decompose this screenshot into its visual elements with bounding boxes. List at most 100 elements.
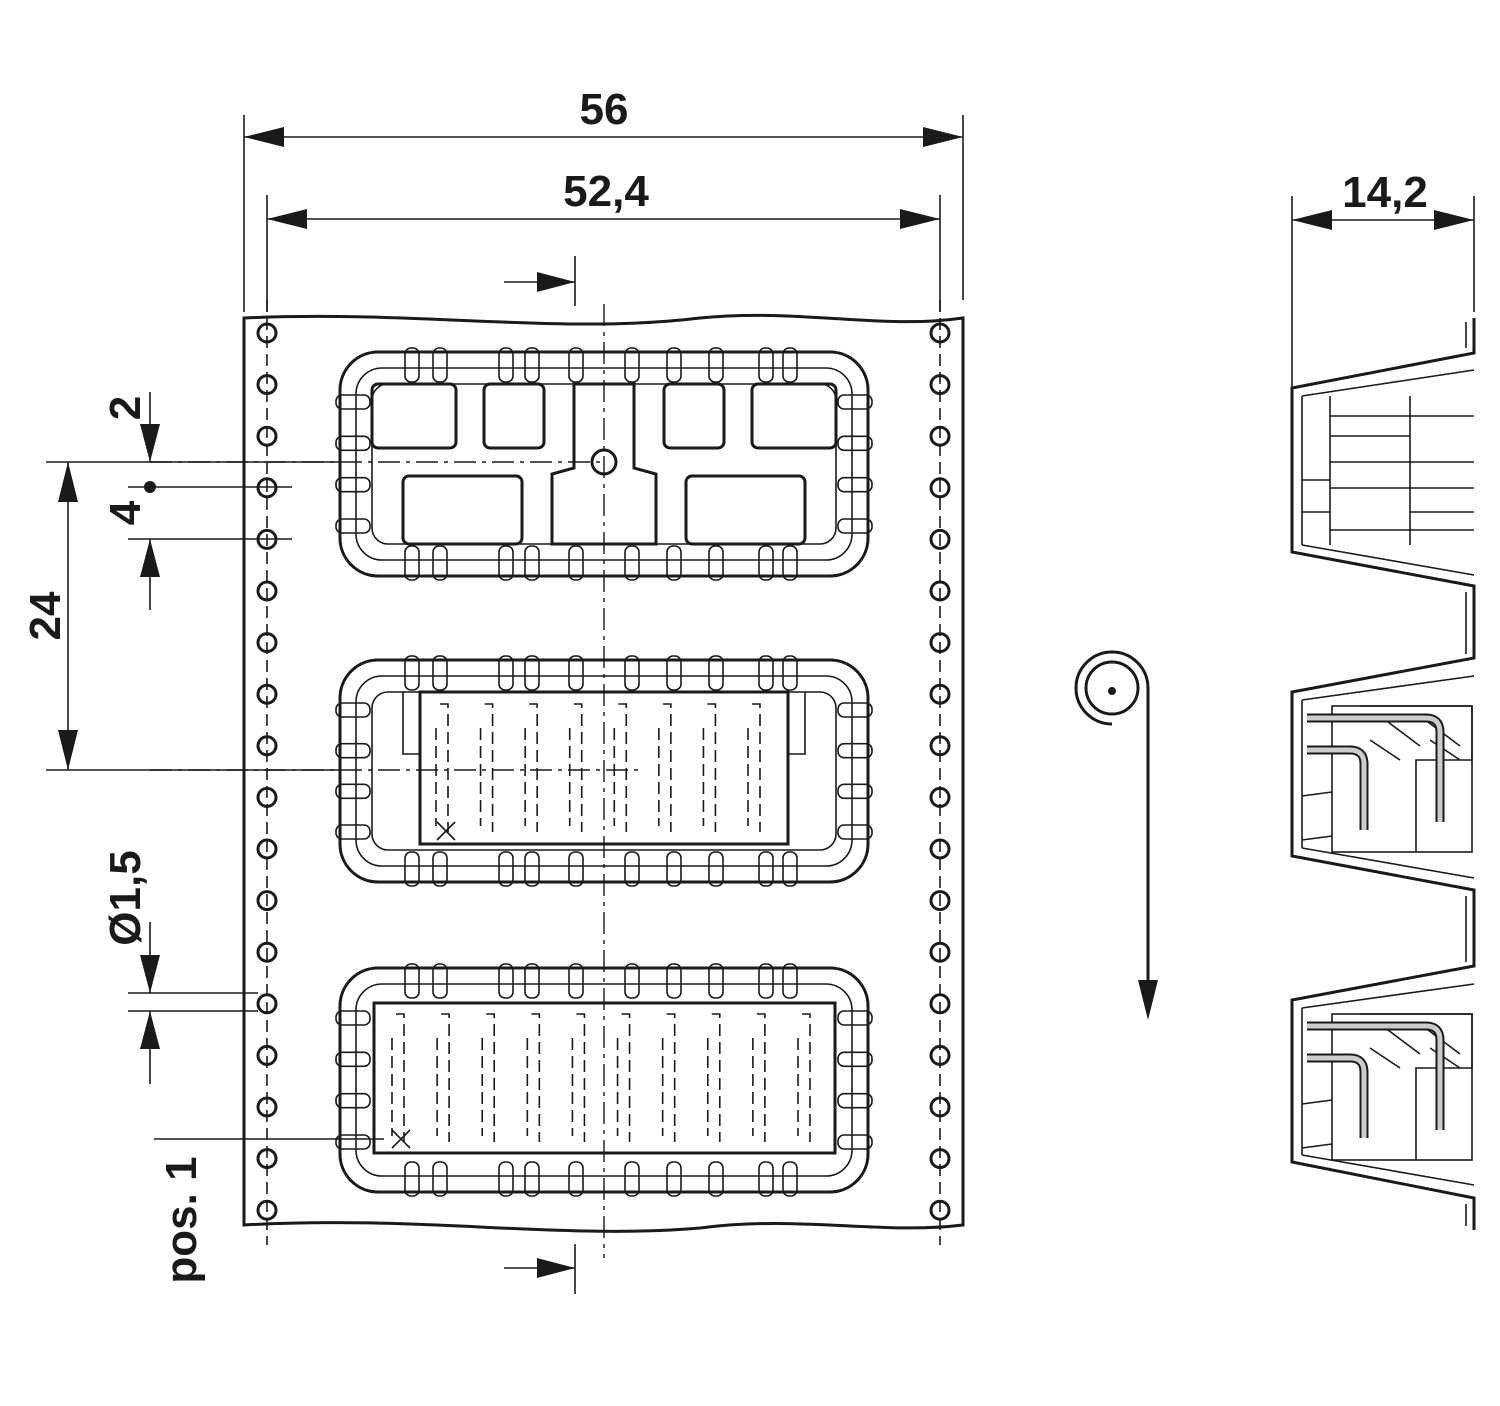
rim-rib [335, 702, 371, 718]
sprocket-hole [929, 374, 951, 396]
rim-rib [666, 347, 682, 383]
sprocket-hole [929, 1148, 951, 1170]
contact-pin [440, 703, 449, 832]
rim-rib [758, 963, 774, 999]
sprocket-hole [256, 941, 278, 963]
rim-rib [837, 1134, 873, 1150]
rim-rib [524, 545, 540, 581]
rim-rib [758, 1161, 774, 1197]
sprocket-hole [929, 1199, 951, 1221]
dimension-overall-width: 56 [243, 85, 964, 312]
sprocket-hole [929, 786, 951, 808]
sprocket-hole [929, 632, 951, 654]
inner-width-label: 52,4 [563, 167, 649, 216]
contact-pin [621, 1013, 631, 1142]
sprocket-hole [929, 528, 951, 550]
contact-pin [711, 1013, 721, 1142]
rim-rib [666, 545, 682, 581]
rim-rib [837, 1051, 873, 1068]
pocket-empty [338, 350, 870, 578]
rim-rib [404, 347, 420, 383]
contact-pin [756, 1013, 766, 1142]
rim-rib [498, 545, 514, 581]
contact-pin [531, 1013, 541, 1142]
rim-rib [758, 545, 774, 581]
rim-rib [432, 655, 448, 691]
hole-offset-label: 2 [101, 396, 150, 420]
side-depth-label: 14,2 [1342, 168, 1428, 217]
rim-rib [498, 655, 514, 691]
sprocket-hole [929, 683, 951, 705]
rim-rib [758, 655, 774, 691]
rim-rib [568, 655, 584, 691]
sprocket-hole [256, 786, 278, 808]
sprocket-hole [256, 322, 278, 344]
sprocket-hole [256, 374, 278, 396]
rim-rib [666, 963, 682, 999]
rim-rib [568, 545, 584, 581]
hole-pitch-label: 4 [101, 500, 150, 525]
contact-pin [529, 703, 538, 832]
dimension-hole-diameter: Ø1,5 [101, 850, 258, 1084]
rim-rib [335, 742, 371, 759]
rim-rib [837, 702, 873, 718]
sprocket-hole [929, 322, 951, 344]
rim-rib [782, 545, 798, 581]
rim-rib [782, 851, 798, 887]
contact-pin [802, 1013, 811, 1142]
rim-rib [335, 1134, 371, 1150]
rim-rib [782, 1161, 798, 1197]
rim-rib [708, 655, 724, 691]
sprocket-hole [929, 425, 951, 447]
rim-rib [837, 518, 873, 534]
sprocket-hole [256, 1096, 278, 1118]
sprocket-hole [929, 941, 951, 963]
contact-pin [707, 703, 717, 832]
hole-diameter-label: Ø1,5 [101, 850, 150, 945]
sprocket-hole [929, 1044, 951, 1066]
sprocket-hole [929, 838, 951, 860]
sprocket-hole [256, 632, 278, 654]
rim-rib [837, 783, 873, 800]
rim-rib [335, 783, 371, 800]
sprocket-hole [256, 993, 278, 1015]
rim-rib [498, 963, 514, 999]
rim-rib [404, 851, 420, 887]
rim-rib [624, 545, 640, 581]
rim-rib [335, 1092, 371, 1109]
carrier-tape [242, 300, 965, 1258]
rim-rib [837, 824, 873, 840]
rim-rib [432, 963, 448, 999]
rim-rib [837, 394, 873, 410]
rim-rib [335, 394, 371, 410]
sprocket-hole [256, 683, 278, 705]
rim-rib [432, 347, 448, 383]
center-offset-top [504, 256, 576, 306]
rim-rib [335, 435, 371, 452]
rim-rib [404, 963, 420, 999]
sprocket-hole [256, 890, 278, 912]
connector-contacts [435, 703, 761, 832]
sprocket-hole [256, 425, 278, 447]
first-position-label: pos. 1 [157, 1156, 206, 1283]
rim-rib [782, 655, 798, 691]
sprocket-hole [256, 838, 278, 860]
rim-rib [432, 851, 448, 887]
rim-rib [404, 1161, 420, 1197]
rim-rib [432, 1161, 448, 1197]
rim-rib [837, 435, 873, 452]
rim-rib [708, 545, 724, 581]
rim-rib [568, 347, 584, 383]
rim-rib [624, 963, 640, 999]
rim-rib [708, 1161, 724, 1197]
rim-rib [568, 963, 584, 999]
rim-rib [624, 347, 640, 383]
sprocket-hole [929, 890, 951, 912]
dimension-hole-pitch: 4 [101, 486, 292, 610]
dimension-hole-offset: 2 [46, 392, 600, 493]
rim-rib [498, 347, 514, 383]
contact-pin [486, 1013, 496, 1142]
rim-rib [335, 824, 371, 840]
rim-rib [498, 851, 514, 887]
contact-pin [441, 1013, 450, 1142]
